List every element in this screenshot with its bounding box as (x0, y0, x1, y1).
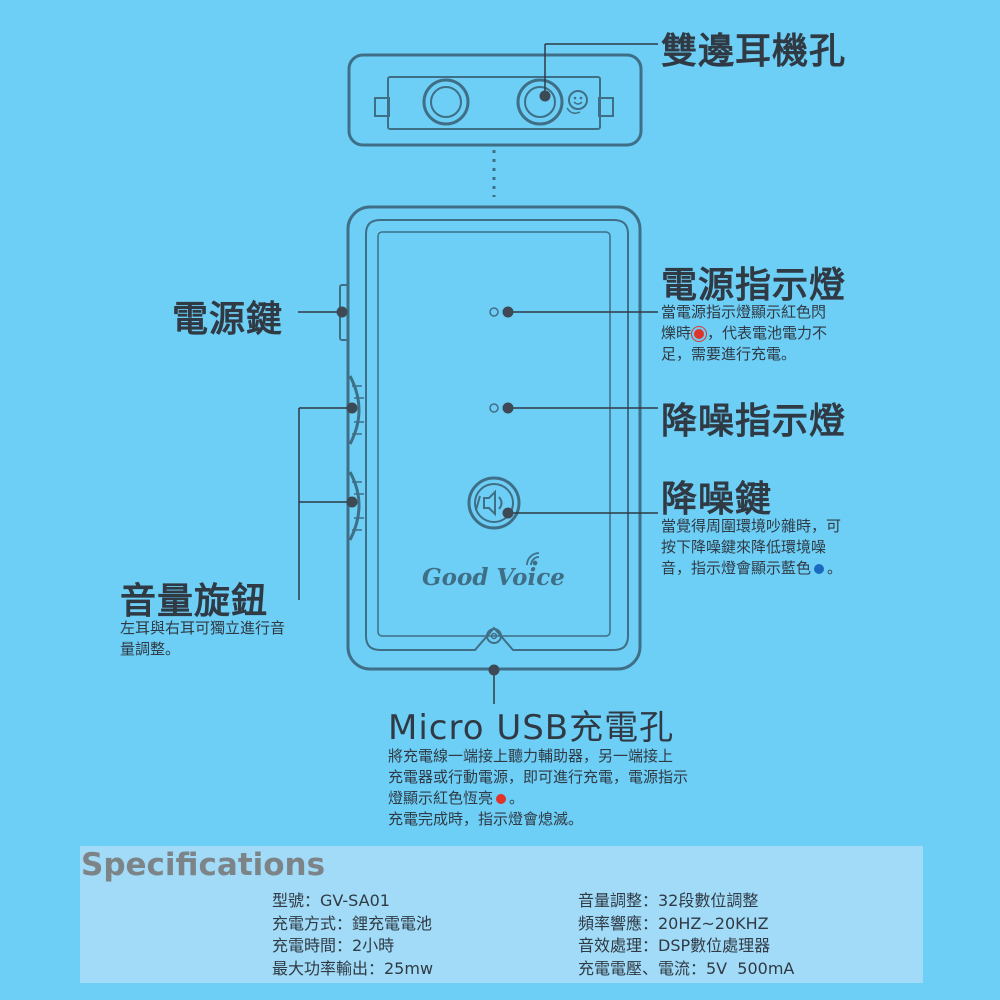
power-indicator-desc-2a: 爍時 (661, 324, 692, 342)
specifications-right-column: 音量調整：32段數位調整 頻率響應：20HZ~20KHZ 音效處理：DSP數位處… (578, 890, 794, 980)
red-steady-indicator-icon (496, 793, 507, 804)
nr-key-desc-line-3: 音，指示燈會顯示藍色。 (661, 558, 891, 579)
callout-dots (336, 90, 551, 676)
power-indicator-desc-2b: ，代表電池電力不 (707, 324, 828, 342)
left-earphone-jack-icon (422, 78, 470, 126)
spec-audio-processing: 音效處理：DSP數位處理器 (578, 936, 771, 955)
nr-key-desc-line-1: 當覺得周圍環境吵雜時，可 (661, 517, 842, 535)
power-key-title: 電源鍵 (172, 299, 284, 340)
usb-desc-line-2: 充電器或行動電源，即可進行充電，電源指示 (388, 768, 689, 786)
spec-charging-time: 充電時間：2小時 (272, 936, 395, 955)
spec-volume-adjust: 音量調整：32段數位調整 (578, 891, 759, 910)
power-indicator-desc-line-3: 足，需要進行充電。 (661, 345, 797, 363)
usb-desc-line-3: 燈顯示紅色恆亮。 (388, 788, 748, 809)
spec-frequency-response: 頻率響應：20HZ~20KHZ (578, 913, 769, 933)
power-indicator-desc: 當電源指示燈顯示紅色閃 爍時 ，代表電池電力不 足，需要進行充電。 (661, 302, 881, 365)
usb-desc-line-1: 將充電線一端接上聽力輔助器，另一端接上 (388, 747, 674, 765)
right-earphone-jack-icon (516, 78, 564, 126)
specifications-title: Specifications (81, 847, 326, 883)
nr-key-desc-3b: 。 (827, 559, 843, 577)
usb-charging-title: Micro USB充電孔 (388, 708, 675, 748)
spec-charging-voltage: 充電電壓、電流：5V 500mA (578, 958, 795, 978)
blue-indicator-icon (814, 563, 825, 574)
volume-knob-title: 音量旋鈕 (120, 581, 269, 622)
power-indicator-desc-line-1: 當電源指示燈顯示紅色閃 (661, 303, 827, 321)
specifications-left-column: 型號：GV-SA01 充電方式：鋰充電電池 充電時間：2小時 最大功率輸出：25… (272, 890, 433, 980)
power-indicator-desc-line-2: 爍時 ，代表電池電力不 (661, 323, 881, 344)
wifi-signal-icon (526, 552, 540, 566)
noise-reduction-icon (467, 476, 521, 530)
volume-knob-desc-line-2: 量調整。 (120, 640, 181, 658)
usb-desc-3a: 燈顯示紅色恆亮 (388, 789, 494, 807)
power-indicator-title: 電源指示燈 (661, 265, 847, 306)
specifications-panel (80, 846, 923, 983)
red-flashing-indicator-icon (694, 328, 705, 339)
nr-key-title: 降噪鍵 (661, 479, 773, 520)
nr-key-desc-3a: 音，指示燈會顯示藍色 (661, 559, 812, 577)
spec-max-output: 最大功率輸出：25mw (272, 958, 434, 978)
nr-indicator-title: 降噪指示燈 (661, 401, 847, 442)
device-front-view (339, 205, 642, 671)
spec-model: 型號：GV-SA01 (272, 891, 390, 910)
usb-desc-line-4: 充電完成時，指示燈會熄滅。 (388, 810, 584, 828)
brand-logo: Good Voice (422, 564, 565, 591)
earphone-jack-title: 雙邊耳機孔 (661, 31, 847, 72)
spec-charging-method: 充電方式：鋰充電電池 (272, 913, 433, 933)
volume-knob-desc-line-1: 左耳與右耳可獨立進行音 (120, 619, 286, 637)
nr-key-desc: 當覺得周圍環境吵雜時，可 按下降噪鍵來降低環境噪 音，指示燈會顯示藍色。 (661, 516, 891, 579)
nr-key-desc-line-2: 按下降噪鍵來降低環境噪 (661, 538, 827, 556)
device-top-view (347, 53, 643, 147)
callout-lines (298, 43, 658, 704)
volume-knob-desc: 左耳與右耳可獨立進行音 量調整。 (120, 618, 320, 660)
usb-desc-3b: 。 (509, 789, 525, 807)
usb-charging-desc: 將充電線一端接上聽力輔助器，另一端接上 充電器或行動電源，即可進行充電，電源指示… (388, 746, 748, 830)
usb-port-icon (486, 628, 502, 644)
